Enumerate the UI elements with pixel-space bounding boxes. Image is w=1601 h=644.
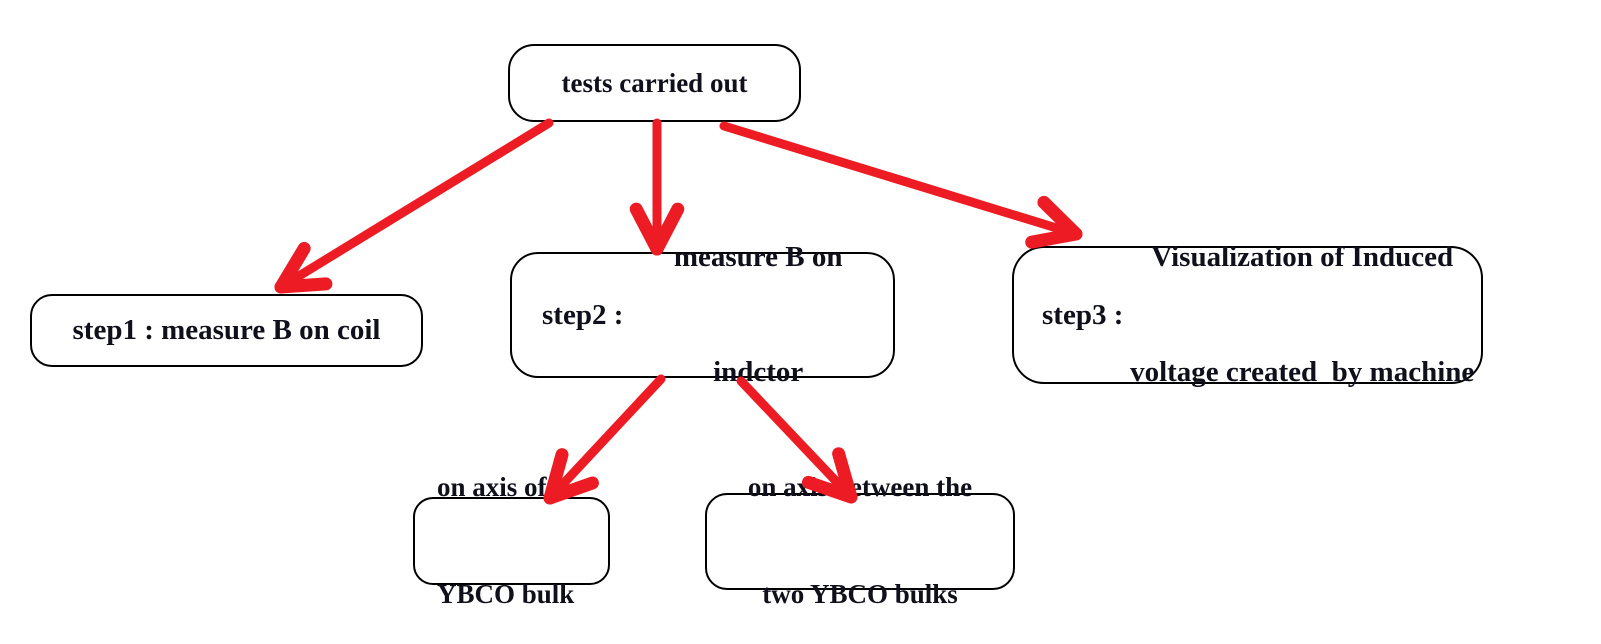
node-step2-prefix: step2 : — [542, 298, 624, 331]
node-step2-line2: indctor — [713, 356, 804, 389]
node-step3-prefix: step3 : — [1042, 298, 1124, 331]
node-step2-measure-b-on-inductor: step2 : measure B on indctor — [510, 241, 895, 388]
node-step3-line2: voltage created by machine — [1130, 356, 1475, 389]
node-step1-label: step1 : measure B on coil — [72, 314, 381, 346]
node-step2a-line1: on axis of — [437, 471, 547, 502]
node-step2-text: measure B on indctor — [623, 162, 893, 468]
node-step3-line1: Visualization of Induced — [1151, 241, 1454, 274]
node-tests-carried-out-label: tests carried out — [561, 67, 748, 98]
node-step2a-text: on axis of YBCO bulk — [437, 399, 574, 644]
node-step3-text: Visualization of Induced voltage created… — [1123, 162, 1481, 468]
node-tests-carried-out: tests carried out — [508, 44, 801, 122]
node-step2a-line2: YBCO bulk — [437, 578, 575, 609]
node-on-axis-between-two-ybco-bulks: on axis between the two YBCO bulks — [705, 472, 1015, 609]
node-step2b-line1: on axis between the — [747, 472, 973, 503]
arrow-root-step1 — [274, 118, 554, 294]
node-step3-visualization-induced-voltage: step3 : Visualization of Induced voltage… — [1012, 241, 1483, 388]
node-step2b-text: on axis between the two YBCO bulks — [748, 399, 972, 644]
node-step2-line1: measure B on — [673, 241, 843, 274]
node-step1-measure-b-on-coil: step1 : measure B on coil — [30, 294, 423, 367]
node-step2b-line2: two YBCO bulks — [762, 579, 958, 610]
node-on-axis-of-ybco-bulk: on axis of YBCO bulk — [413, 472, 610, 609]
